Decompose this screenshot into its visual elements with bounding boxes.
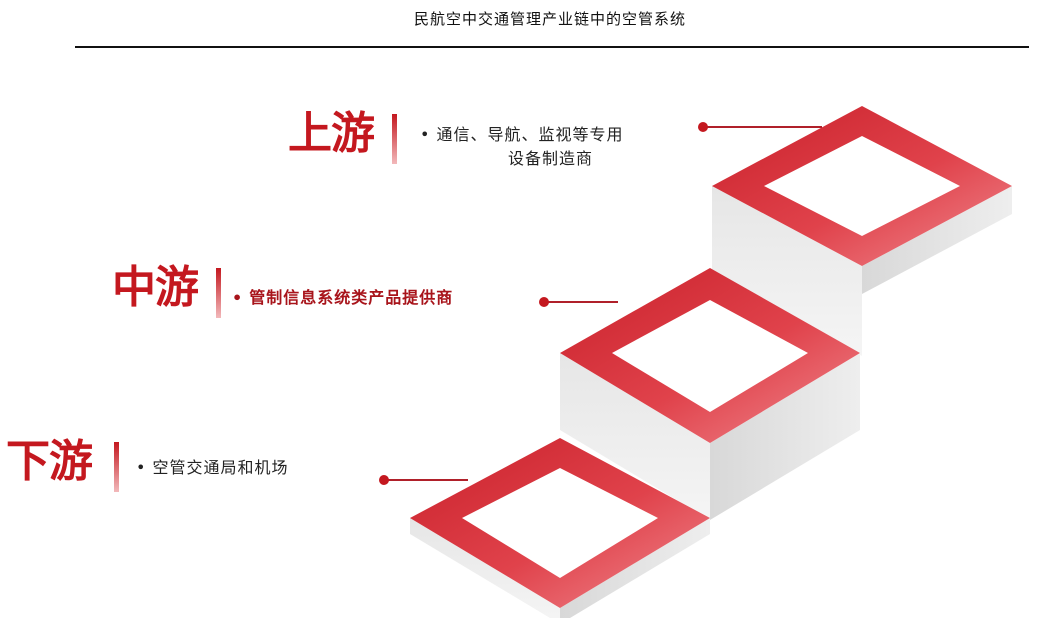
tier-label-midstream: 中游 — [112, 262, 199, 313]
tier-desc-downstream: • 空管交通局和机场 — [136, 456, 288, 480]
tier-bar-downstream — [114, 442, 119, 492]
step-3-front-face — [410, 518, 560, 618]
tier-desc-midstream-line-1: 管制信息系统类产品提供商 — [249, 288, 454, 307]
tier-desc-downstream-line-1: 空管交通局和机场 — [152, 458, 289, 477]
tier-label-upstream: 上游 — [288, 108, 375, 159]
step-2-side-face — [710, 353, 860, 520]
tier-desc-midstream: • 管制信息系统类产品提供商 — [232, 286, 453, 310]
bullet-downstream: • — [136, 458, 147, 477]
step-2-top-inner — [612, 300, 808, 412]
step-1-side-face — [862, 186, 1012, 294]
tier-bar-upstream — [392, 114, 397, 164]
bullet-midstream: • — [232, 288, 244, 307]
step-3-side-face — [560, 518, 710, 618]
connector-dot-midstream — [539, 297, 549, 307]
tier-label-downstream: 下游 — [6, 436, 93, 487]
tier-desc-upstream: • 通信、导航、监视等专用 设备制造商 — [420, 123, 623, 171]
tier-desc-upstream-line-2: 设备制造商 — [508, 149, 594, 168]
step-1-top-inner — [764, 136, 960, 236]
title-divider — [75, 46, 1029, 48]
step-1-front-face — [712, 186, 862, 356]
connector-dot-upstream — [698, 122, 708, 132]
tier-desc-upstream-line-1: 通信、导航、监视等专用 — [436, 125, 624, 144]
bullet-upstream: • — [420, 125, 431, 144]
connector-dot-downstream — [379, 475, 389, 485]
step-3-top-inner — [462, 468, 658, 578]
tier-bar-midstream — [216, 268, 221, 318]
step-2-front-face — [560, 353, 710, 520]
page-title: 民航空中交通管理产业链中的空管系统 — [413, 10, 686, 28]
